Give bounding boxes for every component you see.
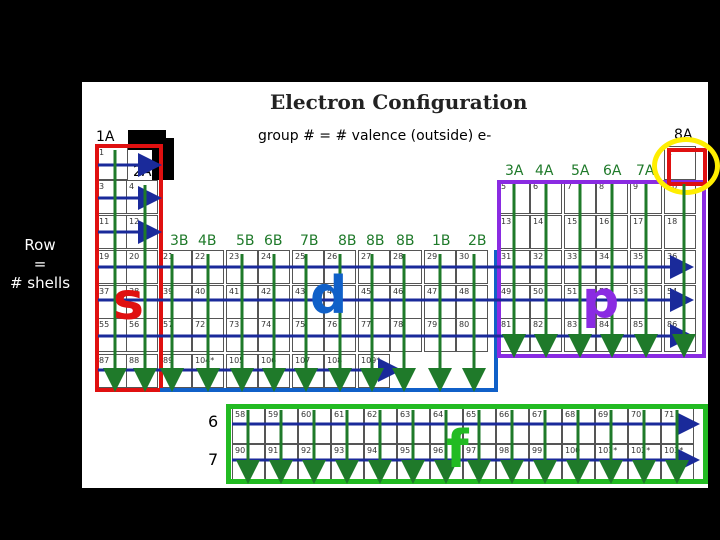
f-block-letter: f <box>446 420 469 480</box>
row-number-2: 2 <box>70 192 80 208</box>
element-cell: 1 <box>96 146 128 180</box>
side-label-row: Row <box>24 236 56 254</box>
s-block-letter: s <box>113 272 144 332</box>
group-label-5a: 5A <box>571 163 590 179</box>
group-label-3b: 3B <box>170 233 189 249</box>
group-label-2b: 2B <box>468 233 487 249</box>
group-label-6b: 6B <box>264 233 283 249</box>
row-number-6: 6 <box>70 332 80 348</box>
group-label-7a: 7A <box>636 163 655 179</box>
element-cell: 18 <box>664 215 696 249</box>
d-block-letter: d <box>310 266 348 326</box>
side-label-shells: # shells <box>9 274 71 292</box>
group-label-1a: 1A <box>96 129 115 145</box>
row-number-4: 4 <box>70 258 80 274</box>
element-cell: 43 <box>292 285 324 319</box>
group-label-4b: 4B <box>198 233 217 249</box>
row-equals-shells-label: Row = # shells <box>0 236 80 293</box>
group-label-8b: 8B <box>396 233 415 249</box>
row-number-3: 3 <box>70 227 80 243</box>
group-label-1b: 1B <box>432 233 451 249</box>
group-label-8b: 8B <box>366 233 385 249</box>
p-block-letter: p <box>582 270 620 330</box>
helium-highlight-circle <box>652 137 720 195</box>
group-label-5b: 5B <box>236 233 255 249</box>
valence-subtitle: group # = # valence (outside) e- <box>258 128 492 144</box>
page-title: Electron Configuration <box>270 90 528 114</box>
element-cell: 45 <box>358 285 390 319</box>
f-row-number-6: 6 <box>208 412 219 431</box>
f-row-number-7: 7 <box>208 450 219 469</box>
row-number-5: 5 <box>70 296 80 312</box>
group-label-3a: 3A <box>505 163 524 179</box>
element-cell: 39 <box>160 285 192 319</box>
group-label-4a: 4A <box>535 163 554 179</box>
element-cell: 48 <box>456 285 488 319</box>
element-cell: 38 <box>126 285 158 319</box>
group-label-6a: 6A <box>603 163 622 179</box>
group-label-8b: 8B <box>338 233 357 249</box>
group-label-7b: 7B <box>300 233 319 249</box>
row-number-1: 1 <box>70 157 80 173</box>
side-label-equals: = <box>33 255 47 273</box>
row-number-7: 7 <box>70 368 80 384</box>
